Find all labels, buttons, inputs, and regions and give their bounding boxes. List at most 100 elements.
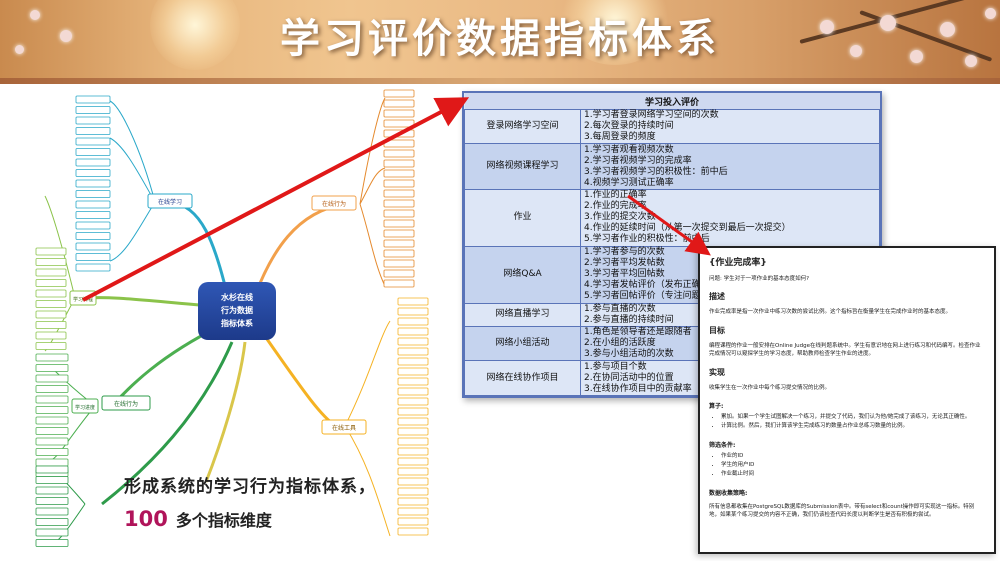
mind-map-leaf (397, 477, 429, 486)
indicator-item: 1.学习者登录网络学习空间的次数 (584, 110, 719, 121)
indicator-item: 2.在小组的活跃度 (584, 338, 656, 349)
mind-map-leaf (383, 139, 415, 148)
row-dimension: 网络Q&A (464, 245, 581, 304)
mind-map-leaf (75, 242, 111, 251)
mind-map-leaf (35, 268, 67, 277)
mind-map-leaf (35, 539, 69, 547)
mind-map-leaf (35, 300, 67, 308)
indicator-item: 1.作业的正确率 (584, 190, 647, 201)
mind-map-leaf (75, 169, 111, 177)
mind-map-leaf (35, 279, 67, 287)
mind-map-leaf (35, 437, 69, 446)
mind-map-leaf (397, 507, 429, 516)
row-dimension: 网络在线协作项目 (464, 360, 581, 396)
mind-map-leaf (35, 465, 69, 474)
mind-map-leaf (35, 507, 69, 516)
row-dimension: 网络直播学习 (464, 302, 581, 327)
mind-map-branch-top-left: 在线学习 (147, 193, 193, 209)
mind-map-leaf (75, 190, 111, 198)
indicator-item: 1.参与直播的次数 (584, 303, 656, 314)
blossom-decoration (910, 50, 923, 63)
mind-map-leaf (35, 321, 67, 329)
mind-map-leaf (383, 149, 415, 158)
mind-map-leaf (383, 159, 415, 168)
mind-map-leaf (35, 458, 69, 467)
indicator-item: 3.在线协作项目中的贡献率 (584, 383, 692, 394)
card-title: {作业完成率} (709, 258, 767, 268)
indicator-item: 1.学习者观看视频次数 (584, 144, 674, 155)
list-item: 作业的ID (721, 452, 985, 461)
mind-map-leaf (383, 189, 415, 198)
mind-map-leaf (35, 374, 69, 383)
indicator-item: 4.作业的延续时间（从第一次提交到最后一次提交） (584, 223, 791, 234)
mind-map-leaf (75, 95, 111, 104)
mind-map-leaf (383, 269, 415, 278)
svg-text:在线工具: 在线工具 (332, 424, 356, 432)
list-item: 作业截止时间 (721, 470, 985, 479)
mind-map-leaf (35, 395, 69, 404)
section-heading-description: 描述 (709, 292, 725, 301)
mind-map-leaf (35, 528, 69, 537)
mind-map-leaf (75, 263, 111, 272)
mind-map-leaf (397, 317, 429, 326)
mind-map-leaf (397, 387, 429, 396)
mind-map-leaf (397, 497, 429, 506)
mind-map-leaf (397, 327, 429, 336)
list-item: 计算比例。然后，我们计算该学生完成练习的数量占作业总练习数量的比例。 (721, 422, 985, 431)
indicator-item: 1.参与项目个数 (584, 361, 647, 372)
indicator-item: 2.学习者视频学习的完成率 (584, 155, 692, 166)
blossom-decoration (880, 15, 896, 31)
list-item: 学生的用户ID (721, 461, 985, 470)
mind-map-center-node: 水杉在线 行为数据 指标体系 (198, 282, 276, 340)
mind-map-leaf (35, 448, 69, 456)
mind-map-leaf (397, 307, 429, 316)
svg-text:学习课程: 学习课程 (73, 296, 93, 303)
mind-map-leaf (397, 357, 429, 366)
mind-map-leaf (383, 99, 415, 108)
page-title: 学习评价数据指标体系 (280, 16, 720, 62)
indicator-item: 4.视频学习测试正确率 (584, 177, 674, 188)
blossom-decoration (15, 45, 24, 54)
mind-map-leaf (397, 377, 429, 386)
caption-line-2-text: 多个指标维度 (175, 511, 272, 530)
row-dimension: 网络小组活动 (464, 325, 581, 362)
mind-map-leaf (35, 385, 69, 393)
indicator-item: 5.学习者回帖评价（专注问题， (584, 291, 710, 302)
row-dimension: 网络视频课程学习 (464, 143, 581, 191)
mind-map-leaf (383, 129, 415, 138)
mind-map-leaf (397, 427, 429, 436)
mind-map-leaf (75, 179, 111, 188)
mind-map-leaf (35, 258, 67, 266)
indicator-item: 2.在协同活动中的位置 (584, 372, 674, 383)
indicator-item: 3.每周登录的频度 (584, 132, 656, 143)
indicator-item: 2.学习者平均发帖数 (584, 258, 665, 269)
mind-map-branch-right-bottom: 在线工具 (321, 419, 367, 435)
filter-list: 作业的ID 学生的用户ID 作业截止时间 (709, 452, 985, 479)
row-dimension: 作业 (464, 189, 581, 247)
mind-map-leaf (75, 221, 111, 230)
mind-map-leaf (383, 209, 415, 218)
mind-map-leaf (397, 487, 429, 496)
indicator-item: 3.作业的提交次数 (584, 212, 656, 223)
mind-map-leaf (75, 158, 111, 167)
svg-text:在线行为: 在线行为 (322, 200, 346, 208)
mind-map-leaf (397, 447, 429, 456)
mind-map-leaf (383, 259, 415, 268)
mind-map-leaf (397, 527, 429, 536)
mind-map-leaf (383, 239, 415, 248)
mind-map-leaf (75, 116, 111, 125)
mind-map-leaf (397, 437, 429, 446)
section-heading-implementation: 实现 (709, 368, 725, 377)
header-divider (0, 78, 1000, 84)
mind-map-branch-left-bottom: 学习进度 (71, 398, 99, 414)
mind-map-leaf (397, 417, 429, 426)
mind-map-leaf (383, 199, 415, 208)
mind-map-leaf (397, 367, 429, 376)
section-implementation: 收集学生在一次作业中每个练习提交情况的比例。 (709, 385, 831, 391)
